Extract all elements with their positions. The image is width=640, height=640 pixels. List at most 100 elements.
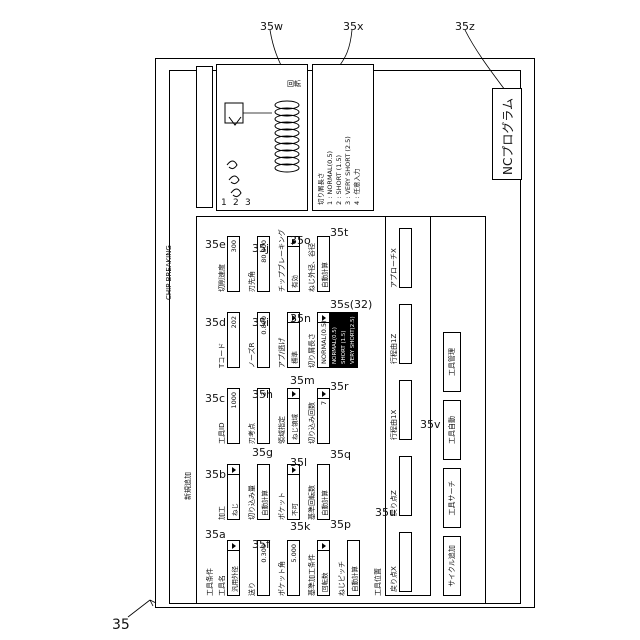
chip-length-line-1: 1 : NORMAL(0.5) (326, 65, 335, 205)
label-cutting-speed: 切削速度 (217, 264, 227, 292)
tool-conditions-title: 工具条件 (205, 568, 215, 596)
label-thread-pitch: ねじピッチ (337, 561, 347, 596)
ref-35e: 35e (205, 238, 226, 251)
chip-length-line-4: 4 : 任意入力 (353, 65, 362, 205)
thread-pitch-value: 自動計算 (349, 566, 359, 592)
ref-35r: 35r (330, 380, 349, 393)
label-stroke-x: 行程由1X (389, 410, 399, 440)
label-edge-ref: 刃考点 (247, 423, 257, 444)
window-title: CHIP BREAKING (165, 245, 173, 300)
tool-name-select[interactable]: 汎用外径 (227, 540, 240, 596)
area-value: ねじ領域 (289, 414, 299, 440)
area-select[interactable]: ねじ領域 (287, 388, 300, 444)
add-cycle-button[interactable]: サイクル追加 (443, 536, 461, 596)
nc-program-button[interactable]: NCプログラム (492, 88, 522, 180)
tool-name-value: 汎用外径 (229, 566, 239, 592)
chip-option-short[interactable]: SHORT (1.5) (340, 316, 349, 364)
t-code-value: 202 (230, 316, 238, 328)
tool-auto-button[interactable]: 工具自動 (443, 400, 461, 460)
label-base-rpm: 基準回転数 (307, 485, 317, 520)
cut-count-value: 7 (320, 401, 328, 405)
ref-35m: 35m (290, 374, 315, 387)
depth-of-cut-field[interactable]: 自動計算 (257, 464, 270, 520)
base-condition-select[interactable]: 回転数 (317, 540, 330, 596)
label-thread-diameters: ねじ外径、谷径 (307, 243, 317, 292)
ref-35j: 35j (252, 242, 269, 255)
chip-length-info-text: 切り屑長さ 1 : NORMAL(0.5) 2 : SHORT (1.5) 3 … (317, 65, 362, 205)
tool-management-label: 工具管理 (447, 348, 457, 376)
ref-35n: 35n (290, 312, 311, 325)
pocket-angle-field[interactable]: 5.000 (287, 540, 300, 596)
ref-35v: 35v (420, 418, 441, 431)
ref-35h: 35h (252, 388, 273, 401)
chip-length-select[interactable]: NORMAL(0.5) (317, 312, 330, 368)
t-code-field[interactable]: 202 (227, 312, 240, 368)
label-base-condition: 基準加工条件 (307, 554, 317, 596)
label-pocket-angle: ポケット角 (277, 561, 287, 596)
nc-program-label: NCプログラム (499, 98, 516, 175)
machining-select[interactable]: ねじ (227, 464, 240, 520)
base-rpm-field[interactable]: 自動計算 (317, 464, 330, 520)
add-cycle-label: サイクル追加 (447, 545, 457, 587)
label-chip-length: 切り屑長さ (307, 333, 317, 368)
stroke-z-field[interactable] (399, 304, 412, 364)
label-cut-count: 切り込み回数 (307, 402, 317, 444)
thread-pitch-field[interactable]: 自動計算 (347, 540, 360, 596)
chip-length-line-3: 3 : VERY SHORT (2.5) (344, 65, 353, 205)
cut-count-select[interactable]: 7 (317, 388, 330, 444)
label-depth-of-cut: 切り込み量 (247, 485, 257, 520)
approach-value: 標準 (289, 351, 299, 364)
tool-search-button[interactable]: 工具サーチ (443, 468, 461, 528)
label-tool-name: 工具名 (217, 575, 227, 596)
tool-id-value: 1000 (230, 392, 238, 409)
chip-length-options[interactable]: NORMAL(0.5) SHORT (1.5) VERY SHORT(2.5) (330, 312, 358, 368)
label-area: 領域指定 (277, 416, 287, 444)
chip-option-very-short[interactable]: VERY SHORT(2.5) (349, 316, 358, 364)
label-stroke-z: 行程由1Z (389, 334, 399, 364)
ref-35g: 35g (252, 446, 273, 459)
label-t-code: Tコード (217, 343, 227, 368)
base-rpm-value: 自動計算 (319, 490, 329, 516)
approach-x-field[interactable] (399, 228, 412, 288)
pocket-select[interactable]: 不可 (287, 464, 300, 520)
tool-id-field[interactable]: 1000 (227, 388, 240, 444)
return-z-field[interactable] (399, 456, 412, 516)
chip-illustration: 回転 1 2 3 (216, 64, 308, 211)
ref-35l: 35l (290, 456, 307, 469)
label-approach-x: アプローチX (389, 248, 399, 288)
chip-breaking-value: 有効 (289, 275, 299, 288)
pocket-value: 不可 (289, 503, 299, 516)
chevron-down-icon (322, 315, 326, 321)
ref-35b: 35b (205, 468, 226, 481)
ref-35i: 35i (252, 316, 269, 329)
ref-35t: 35t (330, 226, 348, 239)
ref-35k: 35k (290, 520, 310, 533)
label-pocket: ポケット (277, 492, 287, 520)
depth-of-cut-value: 自動計算 (259, 490, 269, 516)
rotation-label: 回転 (287, 79, 301, 89)
chip-option-normal[interactable]: NORMAL(0.5) (331, 316, 340, 364)
chevron-down-icon (232, 543, 236, 549)
ref-35q: 35q (330, 448, 351, 461)
chevron-down-icon (292, 391, 296, 397)
chevron-down-icon (322, 391, 326, 397)
tool-search-label: 工具サーチ (447, 481, 457, 516)
ref-35o: 35o (290, 234, 311, 247)
ref-35u: 35u (375, 506, 396, 519)
stroke-x-field[interactable] (399, 380, 412, 440)
label-return-x: 戻り点X (389, 566, 399, 592)
chip-length-title: 切り屑長さ (317, 65, 326, 205)
ref-35p: 35p (330, 518, 351, 531)
tool-auto-label: 工具自動 (447, 416, 457, 444)
ref-35d: 35d (205, 316, 226, 329)
ref-35f: 35f (252, 538, 270, 551)
label-chip-breaking: チップブレーキング (277, 229, 287, 292)
ref-35a: 35a (205, 528, 226, 541)
chip-length-line-2: 2 : SHORT (1.5) (335, 65, 344, 205)
thread-diameters-field[interactable]: 自動計算 (317, 236, 330, 292)
tool-management-button[interactable]: 工具管理 (443, 332, 461, 392)
chevron-down-icon (322, 543, 326, 549)
chip-length-value: NORMAL(0.5) (320, 320, 328, 364)
cutting-speed-field[interactable]: 300 (227, 236, 240, 292)
return-x-field[interactable] (399, 532, 412, 592)
